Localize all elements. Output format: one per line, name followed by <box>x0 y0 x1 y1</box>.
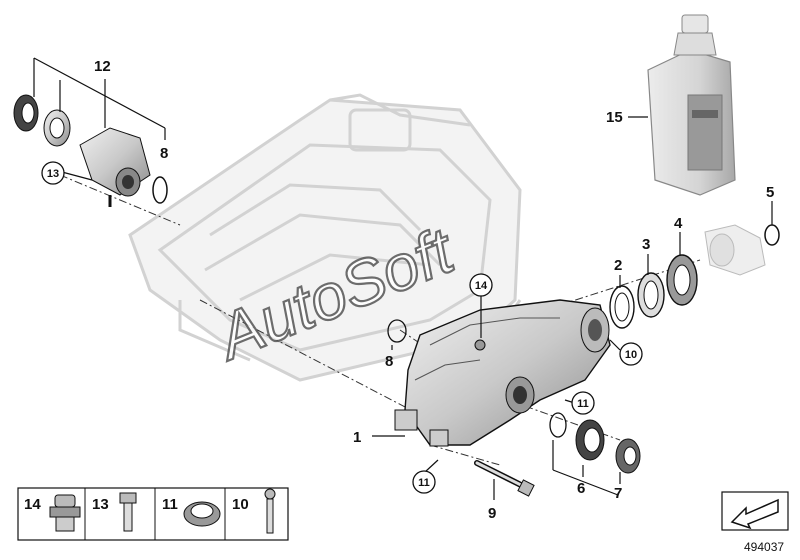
o-ring-8 <box>387 319 407 343</box>
label-7: 7 <box>614 485 622 502</box>
legend-num-14: 14 <box>24 496 41 513</box>
oil-bottle-15 <box>647 14 736 196</box>
part-12-bracket <box>33 57 166 140</box>
part-12-assembly <box>13 94 168 207</box>
legend-num-13: 13 <box>92 496 109 513</box>
circled-label-10: 10 <box>619 342 643 366</box>
flange-cover-ghost <box>704 224 766 276</box>
label-9: 9 <box>488 505 496 522</box>
svg-text:11: 11 <box>577 398 589 410</box>
bolt-icon <box>119 492 137 532</box>
label-6: 6 <box>577 480 585 497</box>
plug-icon <box>49 494 81 532</box>
circled-label-11-right: 11 <box>571 391 595 415</box>
view-direction-box <box>721 491 789 531</box>
screw-icon <box>264 488 276 534</box>
diagram-number: 494037 <box>744 540 784 554</box>
label-8-top: 8 <box>160 145 168 162</box>
legend-num-10: 10 <box>232 496 249 513</box>
circled-label-14: 14 <box>469 273 493 297</box>
label-1: 1 <box>353 429 361 446</box>
bracket-6-7 <box>552 440 619 496</box>
seal-5 <box>764 224 780 246</box>
svg-text:14: 14 <box>475 280 488 292</box>
circled-label-13: 13 <box>41 161 65 185</box>
seals-6-7 <box>549 412 641 474</box>
legend-strip: 14 13 11 10 <box>17 487 289 541</box>
bushing-icon <box>183 501 221 527</box>
label-2: 2 <box>614 257 622 274</box>
label-15: 15 <box>606 109 623 126</box>
label-3: 3 <box>642 236 650 253</box>
rings-2-3-4 <box>609 254 698 329</box>
legend-num-11: 11 <box>162 496 178 513</box>
oil-pan-ghost <box>128 93 522 382</box>
differential-housing <box>394 299 611 447</box>
label-8-bottom: 8 <box>385 353 393 370</box>
svg-text:10: 10 <box>625 349 637 361</box>
svg-text:11: 11 <box>418 477 430 489</box>
svg-text:13: 13 <box>47 168 59 180</box>
bolt-9 <box>474 460 535 497</box>
circled-label-11-bottom: 11 <box>412 470 436 494</box>
label-4: 4 <box>674 215 683 232</box>
label-5: 5 <box>766 184 774 201</box>
label-12: 12 <box>94 58 111 75</box>
